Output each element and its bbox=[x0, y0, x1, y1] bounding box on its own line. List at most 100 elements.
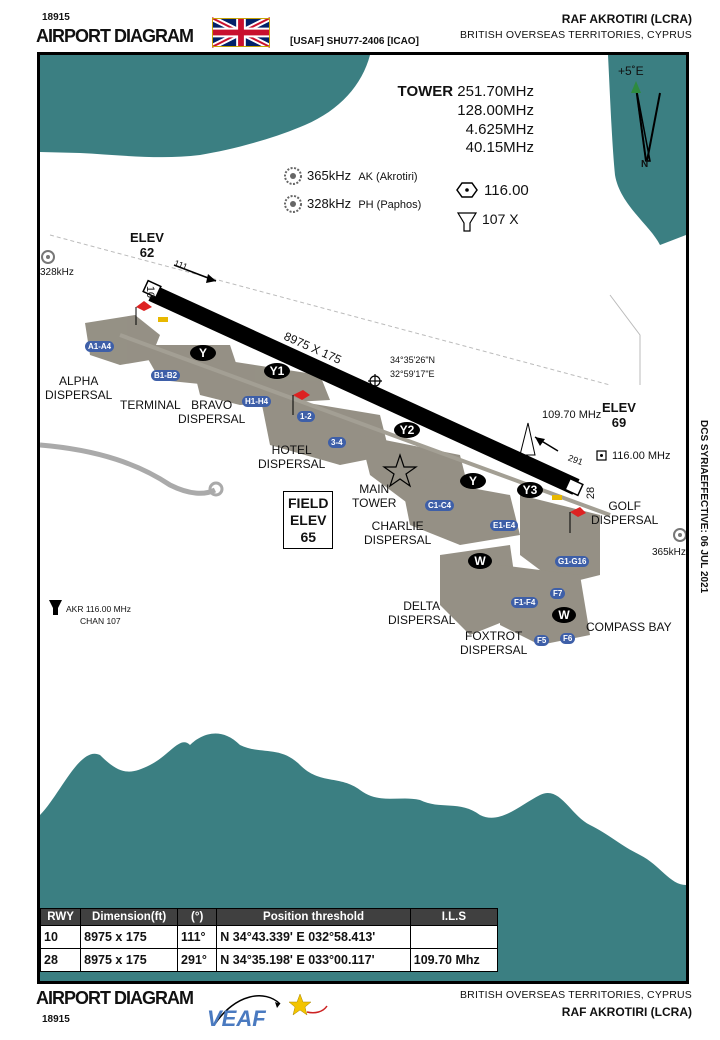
taxiway-w-north: W bbox=[468, 553, 492, 569]
stand-a1-a4: A1-A4 bbox=[85, 341, 115, 352]
north-arrow-icon bbox=[631, 81, 661, 162]
tower-freqs: TOWER 251.70MHz 128.00MHz 4.625MHz 40.15… bbox=[398, 83, 534, 158]
runway-coord-lat: 34°35'26"N bbox=[390, 355, 436, 365]
chart-code: [USAF] SHU77-2406 [ICAO] bbox=[290, 36, 419, 47]
stand-f1-f4: F1-F4 bbox=[511, 597, 539, 608]
cell: 8975 x 175 bbox=[80, 925, 179, 949]
navaid-ak: 365kHz AK (Akrotiri) bbox=[307, 168, 418, 183]
col-dimension: Dimension(ft) bbox=[80, 908, 179, 926]
akr-line1: AKR 116.00 MHz bbox=[66, 604, 132, 614]
area-main-tower: MAIN TOWER bbox=[352, 482, 397, 510]
elev-right-label: ELEV bbox=[602, 400, 636, 415]
veaf-logo-icon: VEAF bbox=[205, 984, 335, 1031]
cell: 8975 x 175 bbox=[80, 948, 179, 972]
chart-title: AIRPORT DIAGRAM bbox=[36, 26, 194, 46]
map-graphics bbox=[40, 55, 686, 981]
runway-table: RWY Dimension(ft) (°) Position threshold… bbox=[39, 908, 499, 972]
stand-f6: F6 bbox=[560, 633, 576, 644]
area-delta: DELTA DISPERSAL bbox=[388, 599, 456, 627]
area-compass-bay: COMPASS BAY bbox=[586, 620, 672, 634]
elev-left-label: ELEV bbox=[130, 230, 164, 245]
navaid-ph-name: PH (Paphos) bbox=[358, 199, 422, 211]
footer-title: AIRPORT DIAGRAM bbox=[36, 988, 194, 1008]
tacan-channel: 107 X bbox=[482, 211, 519, 227]
navaid-ph: 328kHz PH (Paphos) bbox=[307, 196, 421, 211]
table-row: 28 8975 x 175 291° N 34°35.198' E 033°00… bbox=[39, 948, 499, 972]
stand-g1-g16: G1-G16 bbox=[555, 556, 590, 567]
stand-e1-e4: E1-E4 bbox=[490, 520, 519, 531]
navaid-ph-freq: 328kHz bbox=[307, 196, 352, 211]
tower-freq-1: 251.70MHz bbox=[457, 83, 534, 100]
navaid-ak-freq: 365kHz bbox=[307, 168, 352, 183]
sea-north-west bbox=[40, 55, 370, 158]
vor-freq: 116.00 bbox=[484, 182, 529, 199]
footer-region: BRITISH OVERSEAS TERRITORIES, CYPRUS bbox=[459, 989, 692, 1001]
ndb-left-freq: 328kHz bbox=[40, 267, 74, 278]
ground-bravo bbox=[190, 355, 330, 405]
tower-freq-3: 4.625MHz bbox=[465, 120, 534, 138]
field-elevation: FIELD ELEV 65 bbox=[283, 491, 334, 550]
veaf-logo-text: VEAF bbox=[207, 1006, 266, 1028]
stand-c1-c4: C1-C4 bbox=[425, 500, 455, 511]
magnetic-variation: +5˚E bbox=[618, 64, 644, 78]
north-label: N bbox=[641, 159, 649, 170]
ils-freq: 109.70 MHz bbox=[542, 409, 602, 421]
cell: 109.70 Mhz bbox=[409, 948, 499, 972]
cell bbox=[409, 925, 499, 949]
cell: N 34°43.339' E 032°58.413' bbox=[216, 925, 411, 949]
airport-map: TOWER 251.70MHz 128.00MHz 4.625MHz 40.15… bbox=[37, 52, 689, 984]
cell: N 34°35.198' E 033°00.117' bbox=[216, 948, 411, 972]
area-golf: GOLF DISPERSAL bbox=[591, 499, 659, 527]
akr-line2: CHAN 107 bbox=[80, 616, 121, 626]
runway-end-10: 10 bbox=[144, 285, 157, 299]
col-rwy: RWY bbox=[39, 908, 82, 926]
footer-airport: RAF AKROTIRI (LCRA) bbox=[561, 1005, 692, 1019]
runway-end-28: 28 bbox=[585, 486, 598, 500]
area-bravo: BRAVO DISPERSAL bbox=[178, 398, 246, 426]
uk-flag-icon bbox=[210, 15, 272, 50]
area-alpha: ALPHA DISPERSAL bbox=[45, 374, 113, 402]
taxiway-y1: Y1 bbox=[264, 363, 290, 379]
airport-region: BRITISH OVERSEAS TERRITORIES, CYPRUS bbox=[459, 29, 692, 41]
col-heading: (°) bbox=[177, 908, 218, 926]
tower-freq-2: 128.00MHz bbox=[457, 101, 534, 119]
tower-label: TOWER bbox=[397, 83, 454, 100]
elev-left-value: 62 bbox=[139, 244, 155, 260]
tower-freq-4: 40.15MHz bbox=[465, 139, 534, 157]
elev-left: ELEV 62 bbox=[130, 230, 164, 261]
effective-date: DCS SYRIAEFFECTIVE: 06 JUL 2021 bbox=[698, 420, 709, 594]
stand-f7: F7 bbox=[550, 588, 566, 599]
cell: 28 bbox=[39, 948, 82, 972]
area-hotel: HOTEL DISPERSAL bbox=[258, 443, 326, 471]
ndb-right-freq: 365kHz bbox=[652, 547, 686, 558]
col-position: Position threshold bbox=[216, 908, 411, 926]
taxiway-y: Y bbox=[190, 345, 216, 361]
field-elev-value: 65 bbox=[300, 528, 317, 545]
field-elev-line2: ELEV bbox=[289, 511, 327, 528]
taxiway-y3: Y3 bbox=[517, 482, 543, 498]
cell: 291° bbox=[177, 948, 218, 972]
area-foxtrot: FOXTROT DISPERSAL bbox=[460, 629, 528, 657]
stand-b1-b2: B1-B2 bbox=[151, 370, 181, 381]
col-ils: I.L.S bbox=[409, 908, 499, 926]
elev-right: ELEV 69 bbox=[602, 400, 636, 431]
stand-f5: F5 bbox=[534, 635, 550, 646]
stand-1-2: 1-2 bbox=[297, 411, 315, 422]
airport-name: RAF AKROTIRI (LCRA) bbox=[561, 12, 692, 26]
taxiway-y2: Y2 bbox=[394, 422, 420, 438]
footer-chart-number: 18915 bbox=[42, 1014, 70, 1025]
runway-coord-lon: 32°59'17"E bbox=[390, 369, 435, 379]
field-elev-line1: FIELD bbox=[288, 495, 329, 511]
ground-foxtrot bbox=[500, 565, 590, 645]
sea-east bbox=[608, 55, 686, 245]
navaid-ak-name: AK (Akrotiri) bbox=[358, 171, 418, 183]
elev-right-value: 69 bbox=[611, 414, 627, 430]
stand-3-4: 3-4 bbox=[328, 437, 346, 448]
table-row: 10 8975 x 175 111° N 34°43.339' E 032°58… bbox=[39, 925, 499, 949]
runway-10-28 bbox=[142, 279, 584, 497]
area-charlie: CHARLIE DISPERSAL bbox=[364, 519, 432, 547]
vor-right-freq: 116.00 MHz bbox=[612, 450, 671, 462]
cell: 111° bbox=[177, 925, 218, 949]
stand-h1-h4: H1-H4 bbox=[242, 396, 272, 407]
chart-number: 18915 bbox=[42, 12, 70, 23]
